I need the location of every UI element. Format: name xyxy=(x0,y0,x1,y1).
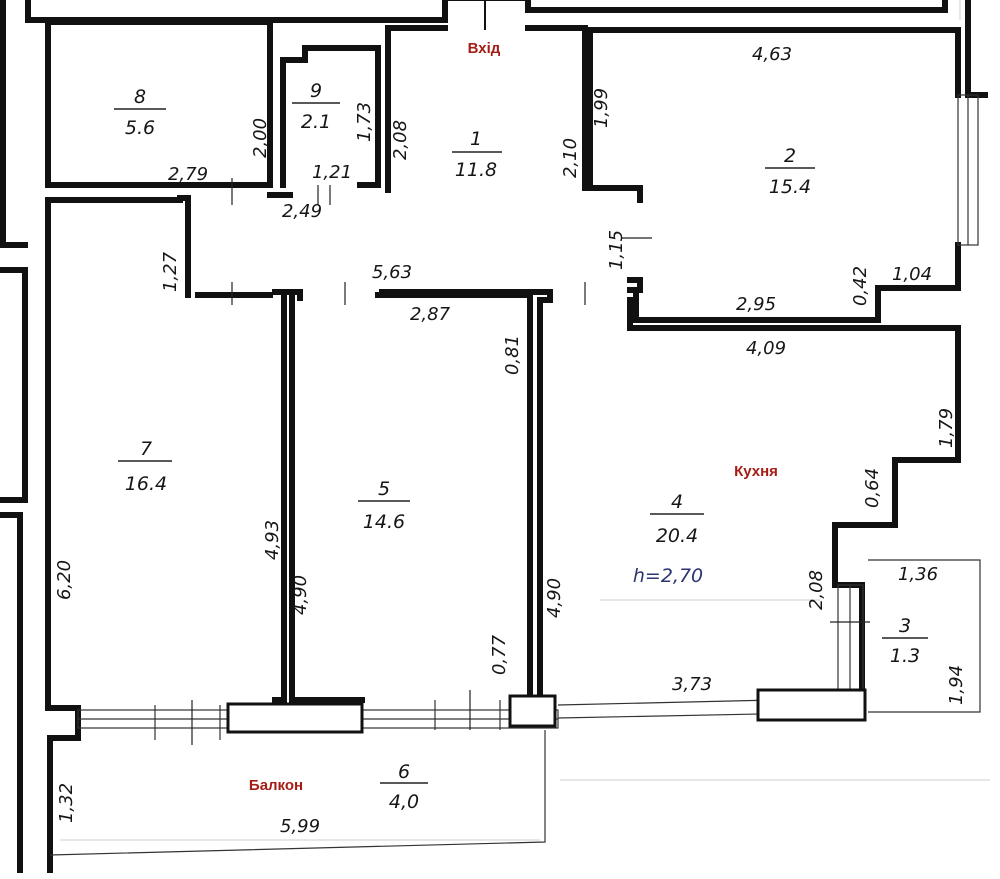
exterior-left-walls xyxy=(0,0,28,873)
kitchen-label: Кухня xyxy=(734,463,778,480)
dim-label: 4,09 xyxy=(746,338,786,359)
named-labels: Вхід Кухня Балкон xyxy=(249,40,778,794)
dim-label: 4,90 xyxy=(544,578,565,618)
room-7-walls xyxy=(45,197,183,873)
svg-text:9: 9 xyxy=(310,80,322,102)
svg-text:2: 2 xyxy=(784,145,796,167)
dim-label: 6,20 xyxy=(54,560,75,600)
dim-label: 2,87 xyxy=(410,304,451,325)
svg-text:4,0: 4,0 xyxy=(389,791,419,813)
room-6-label: 6 4,0 xyxy=(380,761,428,813)
room-5-wall-2 xyxy=(379,289,553,703)
dim-label: 1,94 xyxy=(946,665,967,705)
dim-label: 0,81 xyxy=(502,335,523,375)
door-ticks xyxy=(191,178,870,745)
room-3-label: 3 1.3 xyxy=(882,615,928,667)
balcony-label: Балкон xyxy=(249,777,303,794)
svg-text:7: 7 xyxy=(140,438,152,460)
room-9-label: 9 2.1 xyxy=(292,80,340,133)
background-lines xyxy=(60,0,990,841)
svg-text:5: 5 xyxy=(378,478,390,500)
dim-label: 1,36 xyxy=(898,564,938,585)
room-1-label: 1 11.8 xyxy=(452,128,502,181)
room-8-label: 8 5.6 xyxy=(114,86,166,139)
dim-label: 1,79 xyxy=(936,408,957,448)
room-1-walls xyxy=(385,25,643,203)
top-walls xyxy=(25,0,988,98)
dim-label: 3,73 xyxy=(672,674,712,695)
svg-text:1: 1 xyxy=(470,128,482,150)
dim-label: 1,99 xyxy=(591,88,612,128)
dim-label: 0,64 xyxy=(862,468,883,508)
dim-label: 1,27 xyxy=(160,251,181,292)
dim-label: 1,21 xyxy=(312,162,352,183)
balcony-window xyxy=(77,697,861,740)
svg-text:4: 4 xyxy=(671,491,683,513)
dim-label: 2,00 xyxy=(250,118,271,158)
dim-label: 2,10 xyxy=(560,138,581,178)
svg-text:5.6: 5.6 xyxy=(125,117,155,139)
dim-label: 2,08 xyxy=(806,570,827,610)
corridor-lower-wall xyxy=(177,192,293,298)
wall-blocks xyxy=(226,688,867,734)
dim-label: 4,93 xyxy=(262,520,283,560)
svg-text:3: 3 xyxy=(899,615,911,637)
dim-label: 0,42 xyxy=(850,266,871,306)
svg-text:16.4: 16.4 xyxy=(125,473,167,495)
dim-label: 2,95 xyxy=(736,294,776,315)
room-2-window xyxy=(957,94,979,246)
dim-label: 5,99 xyxy=(280,816,320,837)
svg-text:20.4: 20.4 xyxy=(656,525,698,547)
room-8-walls xyxy=(45,19,273,188)
room-4-label: 4 20.4 h=2,70 xyxy=(633,491,704,587)
room-2-walls xyxy=(587,27,961,323)
svg-text:2.1: 2.1 xyxy=(301,111,331,133)
dim-label: 4,63 xyxy=(752,44,792,65)
svg-text:1.3: 1.3 xyxy=(890,645,920,667)
svg-text:11.8: 11.8 xyxy=(455,159,497,181)
dim-label: 2,08 xyxy=(390,120,411,160)
dimension-labels: 4,63 1,99 2,10 2,08 1,73 2,00 2,79 1,21 … xyxy=(54,44,967,837)
balcony-outline xyxy=(49,730,546,856)
dim-label: 1,04 xyxy=(892,264,932,285)
entrance-label: Вхід xyxy=(468,40,501,57)
dim-label: 1,73 xyxy=(354,102,375,142)
dim-label: 1,32 xyxy=(56,783,77,823)
dim-label: 5,63 xyxy=(372,262,412,283)
svg-text:15.4: 15.4 xyxy=(769,176,811,198)
svg-text:6: 6 xyxy=(398,761,410,783)
dim-label: 4,90 xyxy=(290,575,311,615)
dim-label: 1,15 xyxy=(606,230,627,270)
kitchen-upper-wall xyxy=(627,277,643,293)
dim-label: 0,77 xyxy=(489,634,510,675)
svg-text:h=2,70: h=2,70 xyxy=(633,565,703,587)
room-9-walls xyxy=(280,45,381,188)
svg-text:8: 8 xyxy=(134,86,146,108)
dim-label: 2,79 xyxy=(168,164,208,185)
room-7-label: 7 16.4 xyxy=(118,438,172,495)
room-2-label: 2 15.4 xyxy=(765,145,815,198)
dim-label: 2,49 xyxy=(282,201,322,222)
svg-text:14.6: 14.6 xyxy=(363,511,405,533)
room-labels: 1 11.8 2 15.4 3 1.3 4 20.4 h=2,70 5 14.6… xyxy=(114,80,928,813)
room-5-label: 5 14.6 xyxy=(358,478,410,533)
